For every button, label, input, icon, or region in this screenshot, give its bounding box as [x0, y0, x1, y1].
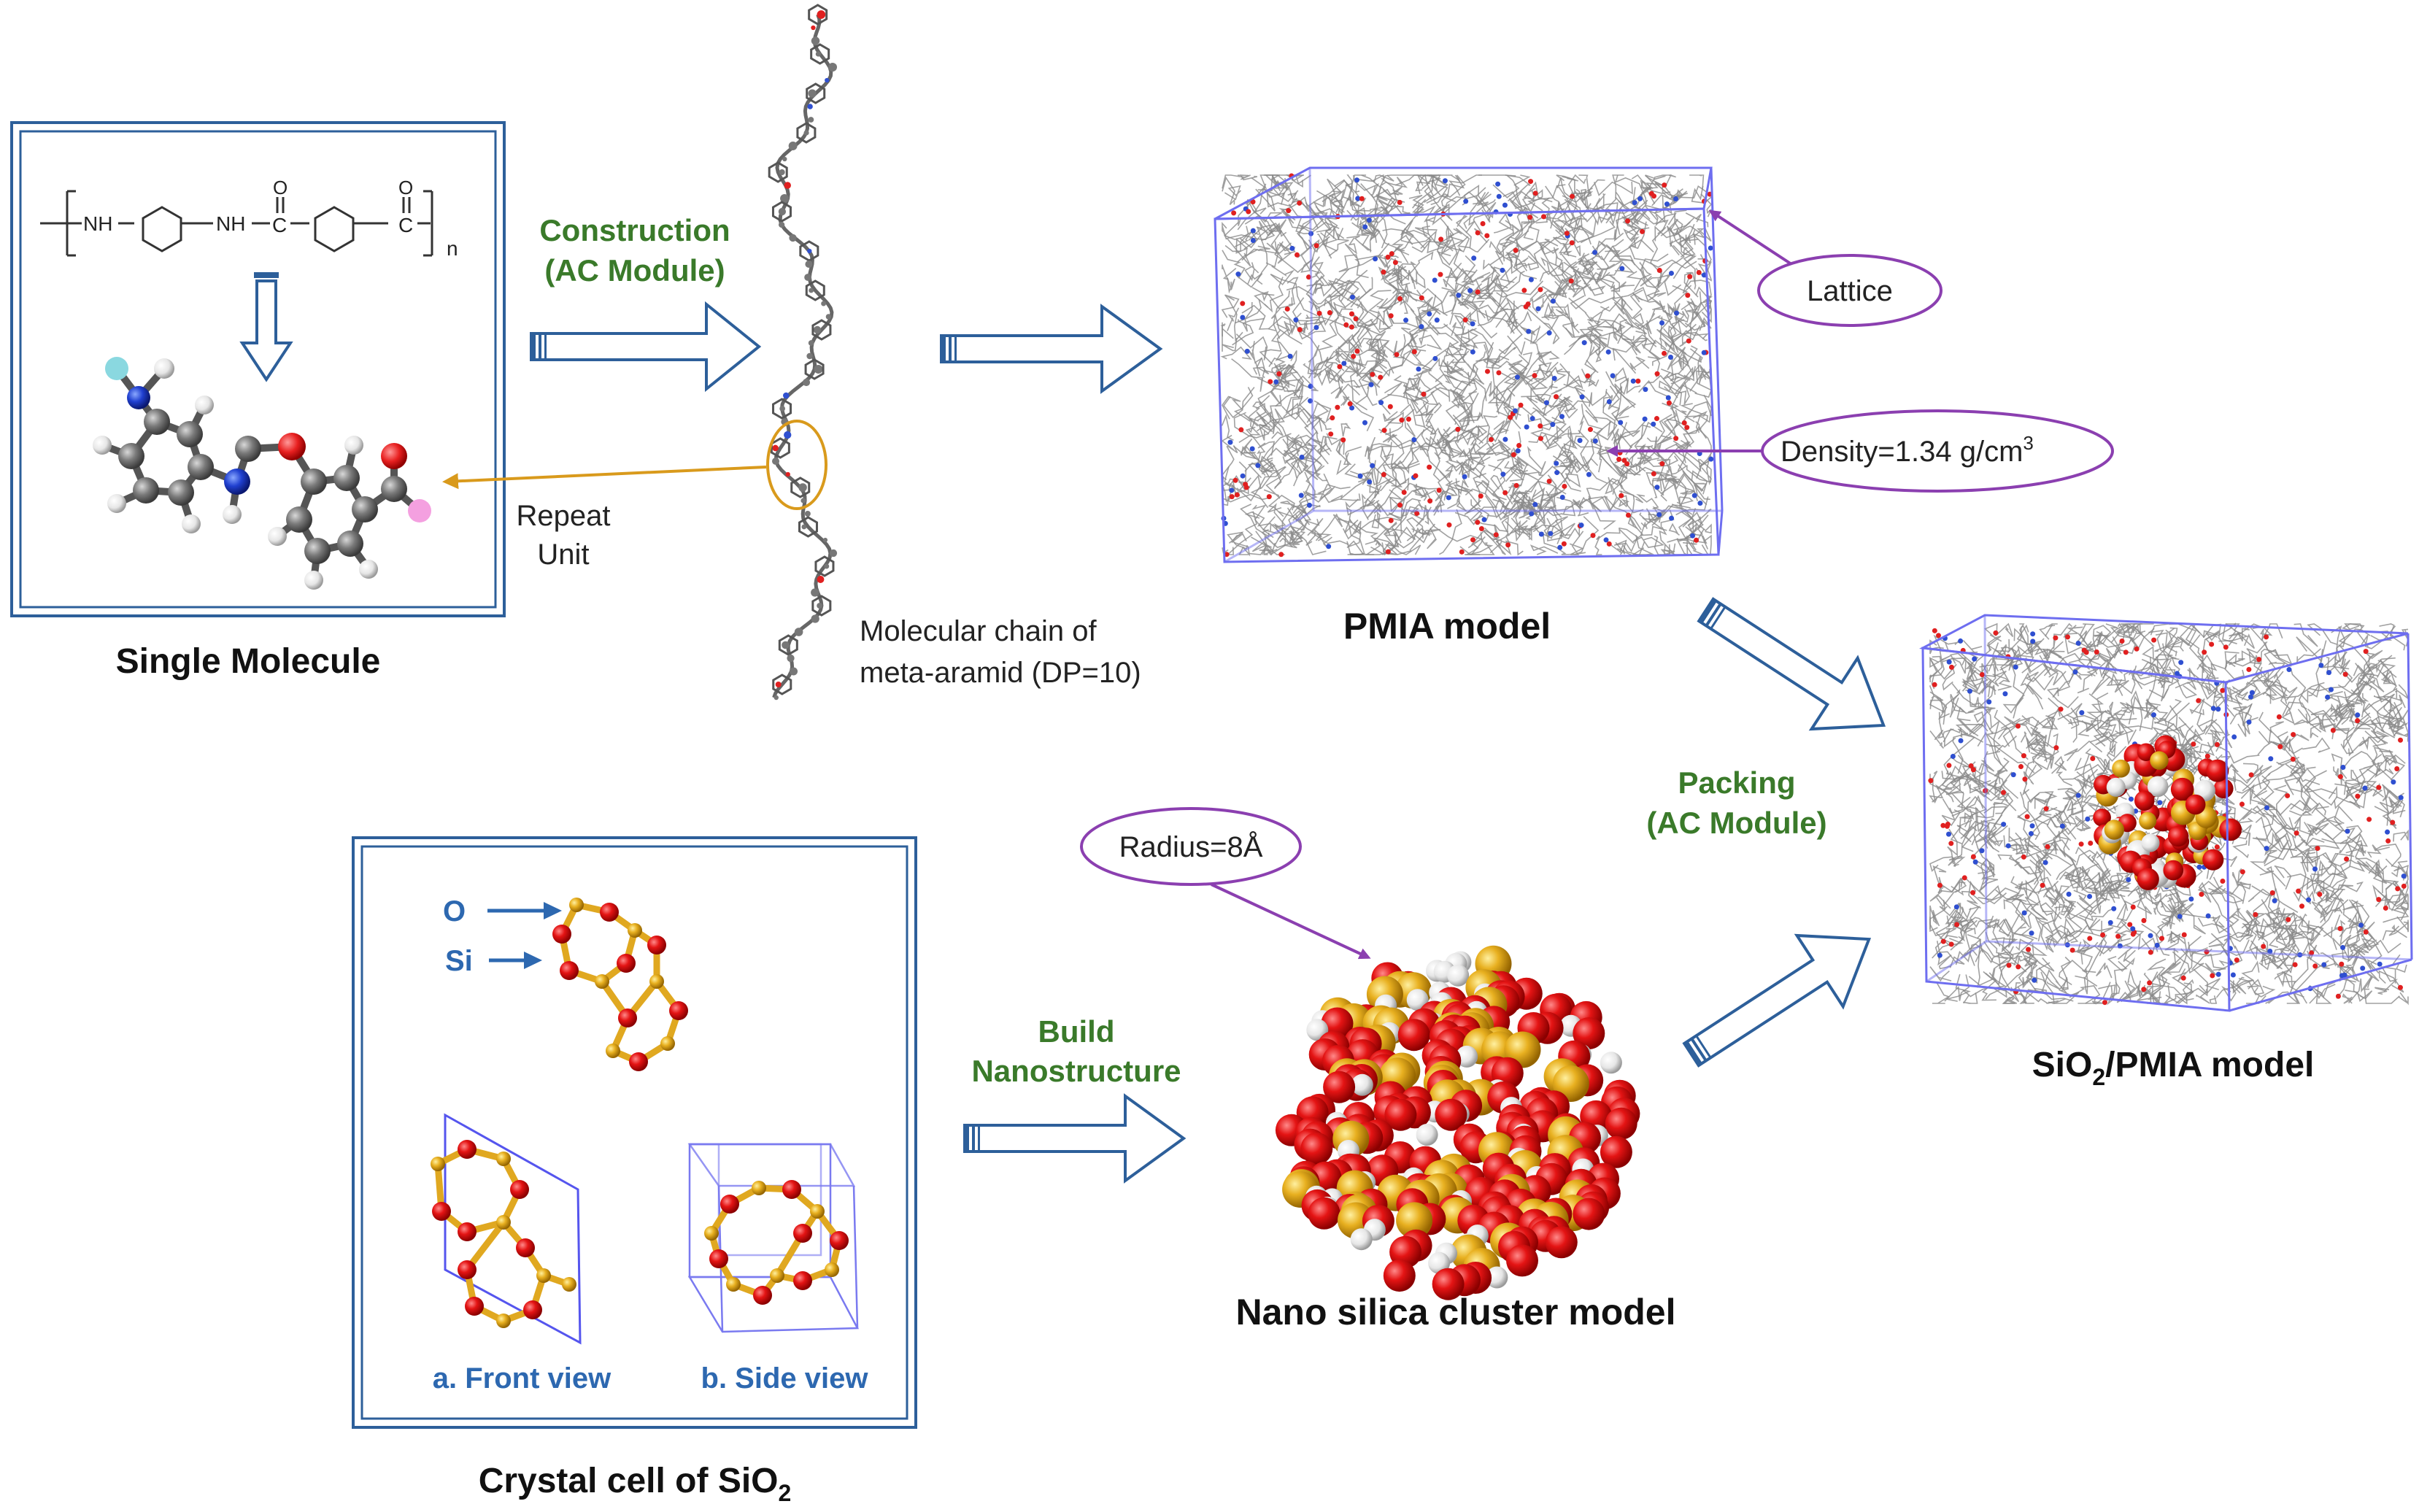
cluster-to-composite-arrow	[1682, 933, 1872, 1068]
composite-title-part-b: /PMIA model	[2105, 1046, 2314, 1084]
radius-callout-label: Radius=8Å	[1119, 830, 1263, 863]
formula-n-subscript: n	[447, 237, 458, 260]
front-view-cell	[431, 1113, 582, 1345]
pmia-model-title: PMIA model	[1343, 606, 1551, 647]
pmia-polymer-tangle	[1220, 173, 1714, 558]
crystal-panel-outer-border	[352, 836, 917, 1429]
pmia-to-composite-arrow	[1697, 597, 1886, 731]
formula-nh-right: NH	[216, 212, 245, 235]
crystal-cell-title: Crystal cell of SiO2	[479, 1462, 792, 1506]
formula-c-carbonyl-1: C	[272, 214, 287, 236]
composite-title-part-a: SiO	[2032, 1046, 2093, 1084]
radius-callout-arrow	[1211, 883, 1371, 960]
formula-o-1: O	[273, 177, 288, 198]
lattice-callout-label: Lattice	[1807, 275, 1893, 307]
build-label-line2: Nanostructure	[971, 1054, 1181, 1088]
molecular-chain	[768, 4, 838, 701]
side-view-cell	[687, 1143, 860, 1333]
composite-polymer-tangle	[1928, 622, 2410, 1006]
crystal-cell-panel: O Si a. Front view b. Side view	[352, 836, 917, 1429]
side-view-label: b. Side view	[701, 1362, 869, 1395]
structural-formula	[40, 190, 433, 257]
composite-model-box	[1919, 614, 2413, 1012]
formula-c-carbonyl-2: C	[398, 214, 413, 236]
crystal-panel-inner-border	[360, 845, 908, 1420]
build-label-line1: Build	[1038, 1014, 1115, 1049]
density-unit-superscript: 3	[2023, 432, 2033, 454]
lattice-callout-arrow	[1708, 209, 1793, 266]
panel-outer-border	[10, 121, 506, 617]
formula-nh-left: NH	[83, 212, 112, 235]
composite-lattice-box	[1919, 614, 2413, 1012]
silicon-legend-label: Si	[445, 945, 473, 977]
ball-stick-molecule	[93, 357, 431, 590]
repeat-unit-arrow	[442, 466, 767, 490]
molecular-chain-label-line1: Molecular chain of	[860, 615, 1097, 647]
oxygen-legend-label: O	[443, 895, 466, 927]
packing-label-line2: (AC Module)	[1646, 806, 1826, 840]
composite-title-subscript: 2	[2092, 1064, 2105, 1090]
repeat-unit-label-line2: Unit	[537, 539, 589, 571]
chain-to-pmia-arrow	[940, 304, 1163, 394]
crystal-title-subscript: 2	[779, 1480, 792, 1506]
down-arrow	[239, 272, 293, 382]
density-value-text: Density=1.34 g/cm	[1781, 436, 2023, 468]
nano-cluster-title: Nano silica cluster model	[1236, 1292, 1676, 1332]
density-callout-label: Density=1.34 g/cm3	[1781, 432, 2034, 468]
packing-label-line1: Packing	[1678, 765, 1795, 800]
construction-label-line1: Construction	[539, 213, 730, 247]
nano-silica-cluster	[1275, 945, 1640, 1300]
pmia-model-box	[1214, 166, 1724, 563]
single-molecule-panel: NH NH C C O O n	[10, 121, 506, 617]
composite-silica-core	[2093, 735, 2242, 891]
radius-callout	[1080, 807, 1302, 886]
construction-label-line2: (AC Module)	[544, 253, 725, 288]
build-nanostructure-arrow	[963, 1093, 1187, 1184]
repeat-unit-highlight	[766, 420, 827, 510]
crystal-title-part-a: Crystal cell of SiO	[479, 1462, 779, 1500]
single-molecule-title: Single Molecule	[116, 642, 381, 681]
composite-model-title: SiO2/PMIA model	[2032, 1046, 2315, 1090]
pmia-lattice-box	[1214, 166, 1724, 563]
panel-inner-border	[19, 130, 497, 609]
formula-o-2: O	[398, 177, 413, 198]
lattice-callout	[1757, 254, 1942, 327]
crystal-unit-structure	[552, 898, 688, 1071]
front-view-label: a. Front view	[433, 1362, 611, 1395]
molecular-chain-label-line2: meta-aramid (DP=10)	[860, 657, 1141, 689]
repeat-unit-label-line1: Repeat	[517, 500, 611, 532]
construction-arrow	[530, 301, 762, 393]
